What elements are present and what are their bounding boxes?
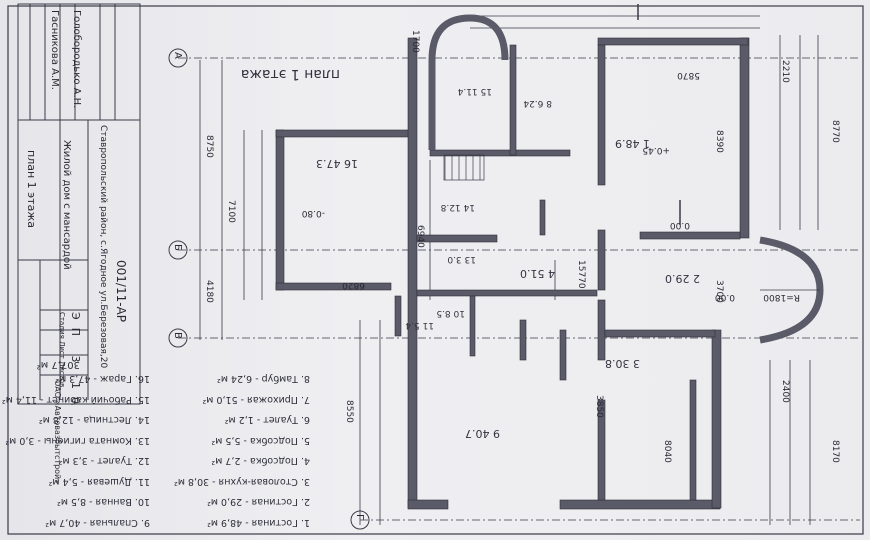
room-tag-13: 13 3.0 (447, 254, 476, 264)
room-num: 2 (693, 272, 700, 285)
legend-row: 12. Туалет - 3,3 м² (58, 455, 150, 467)
room-area: 30.8 (605, 357, 630, 370)
room-tag-11: 11 5.4 (405, 320, 434, 330)
room-tag-16: 16 47.3 (316, 157, 358, 170)
level-mark-1: 0.00 (669, 220, 690, 230)
dim-3850: 3850 (594, 395, 604, 418)
room-tag-15: 15 11.4 (458, 86, 492, 96)
title-block-name-1: Гасникова А.М. (49, 10, 60, 90)
legend-row: 16. Гараж - 47,3 м² (55, 373, 150, 385)
legend-row: 15. Рабочий кабинет - 11,4 м² (1, 394, 150, 405)
room-num: 9 (493, 427, 500, 440)
room-num: 14 (463, 202, 475, 212)
legend-total: 307,7 м² (36, 359, 80, 370)
room-tag-10: 10 8.5 (436, 308, 465, 318)
room-num: 4 (548, 267, 555, 280)
room-tag-4: 4 51.0 (520, 267, 555, 280)
room-num: 8 (546, 98, 552, 108)
legend-row: 5. Подсобка - 5,5 м² (211, 435, 310, 446)
axis-label-v: В (172, 332, 183, 339)
room-num: 3 (633, 357, 640, 370)
stage-value-stage: ЭП (69, 312, 82, 344)
title-block-sheet-title: план 1 этажа (25, 150, 38, 228)
level-mark-living: +0.45 (642, 145, 670, 155)
legend-row: 4. Подсобка - 2,7 м² (211, 455, 310, 467)
dim-7100: 7100 (226, 200, 236, 223)
room-tag-14: 14 12.8 (441, 202, 475, 212)
axis-label-b: Б (172, 244, 183, 251)
dim-1700: 1700 (410, 30, 420, 53)
dim-8750: 8750 (204, 135, 214, 158)
room-tag-3: 3 30.8 (605, 357, 640, 370)
legend-row: 8. Тамбур - 6,24 м² (216, 373, 310, 385)
legend-row: 10. Ванная - 8,5 м² (57, 496, 150, 508)
room-area: 3.0 (447, 254, 462, 264)
dim-3700: 3700 (714, 280, 724, 303)
room-tag-8: 8 6.24 (523, 98, 552, 108)
room-num: 16 (344, 157, 358, 170)
title-block-name-2: Голобородько А.Н. (71, 10, 82, 109)
plan-heading: план 1 этажа (240, 66, 340, 82)
stage-header-sheet: Лист (58, 341, 66, 359)
legend-row: 13. Комната гигиены - 3,0 м² (5, 435, 150, 446)
legend-row: 6. Туалет - 1,2 м² (224, 414, 310, 426)
room-area: 6.24 (523, 98, 544, 108)
legend-row: 2. Гостиная - 29,0 м² (207, 496, 310, 508)
dim-2400: 2400 (780, 380, 790, 403)
axis-label-a: А (172, 52, 183, 59)
legend-column-2: 9. Спальная - 40,7 м² 10. Ванная - 8,5 м… (2, 368, 150, 532)
dim-8770: 8770 (830, 120, 840, 143)
room-tag-2: 2 29.0 (665, 272, 700, 285)
room-area: 48.9 (615, 137, 640, 150)
legend-row: 11. Душевая - 5,4 м² (48, 476, 150, 487)
title-block-org: Ставропольский район, с.Ягодное ул.Берез… (98, 125, 108, 369)
dim-8170: 8170 (830, 440, 840, 463)
room-area: 12.8 (440, 202, 461, 212)
level-mark-garage: -0.80 (301, 208, 325, 218)
room-area: 5.4 (405, 320, 420, 330)
room-area: 8.5 (436, 308, 451, 318)
dim-5870: 5870 (677, 70, 700, 80)
dim-8390: 8390 (714, 130, 724, 153)
title-block-object: Жилой дом с мансардой (61, 140, 72, 270)
room-num: 11 (422, 320, 434, 330)
dim-2210: 2210 (780, 60, 790, 83)
room-num: 13 (464, 254, 476, 264)
dim-15770: 15770 (576, 260, 586, 289)
legend-row: 9. Спальная - 40,7 м² (45, 517, 150, 528)
dim-6820: 6820 (342, 280, 365, 290)
room-area: 40.7 (465, 427, 490, 440)
legend-column-1: 1. Гостиная - 48,9 м² 2. Гостиная - 29,0… (174, 368, 310, 532)
dim-4180: 4180 (204, 280, 214, 303)
dim-8040: 8040 (662, 440, 672, 463)
dim-radius: R=1800 (763, 292, 800, 302)
room-num: 15 (480, 86, 492, 96)
stage-header-stage: Стадия (58, 312, 66, 339)
title-block-code: 001/11-АР (114, 260, 128, 322)
legend-row: 14. Лестница - 12,8 м² (38, 414, 150, 426)
legend-row: 3. Столовая-кухня - 30,8 м² (173, 476, 310, 487)
room-area: 11.4 (457, 86, 478, 96)
legend-row: 1. Гостиная - 48,9 м² (207, 517, 310, 528)
dim-8550: 8550 (344, 400, 354, 423)
room-area: 47.3 (316, 157, 341, 170)
room-num: 10 (453, 308, 465, 318)
dim-6940: 6940 (415, 225, 425, 248)
room-area: 29.0 (665, 272, 690, 285)
legend-row: 7. Прихожая - 51,0 м² (202, 394, 310, 405)
room-tag-9: 9 40.7 (465, 427, 500, 440)
room-area: 51.0 (520, 267, 545, 280)
axis-label-g: Г (354, 514, 365, 521)
